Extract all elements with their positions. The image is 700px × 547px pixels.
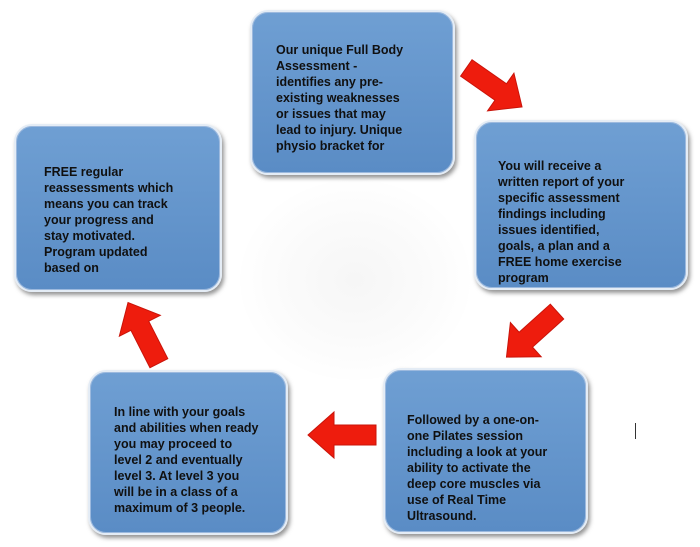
arrow-up-icon bbox=[118, 301, 169, 369]
arrow-right-icon bbox=[459, 59, 523, 112]
step-level-progression: In line with your goals and abilities wh… bbox=[88, 370, 288, 535]
step-text: You will receive a written report of you… bbox=[498, 159, 625, 285]
center-glow bbox=[240, 180, 470, 380]
step-free-reassessments: FREE regular reassessments which means y… bbox=[14, 124, 222, 292]
arrow-left-icon bbox=[307, 410, 377, 460]
step-written-report: You will receive a written report of you… bbox=[474, 120, 688, 290]
text-cursor bbox=[635, 423, 636, 439]
step-full-body-assessment: Our unique Full Body Assessment - identi… bbox=[250, 10, 455, 175]
step-text: FREE regular reassessments which means y… bbox=[44, 165, 174, 275]
step-pilates-session: Followed by a one-on- one Pilates sessio… bbox=[383, 368, 588, 534]
step-text: Our unique Full Body Assessment - identi… bbox=[276, 43, 404, 153]
arrow-down-left-icon bbox=[505, 303, 565, 358]
step-text: In line with your goals and abilities wh… bbox=[114, 405, 259, 515]
step-text: Followed by a one-on- one Pilates sessio… bbox=[407, 413, 548, 523]
